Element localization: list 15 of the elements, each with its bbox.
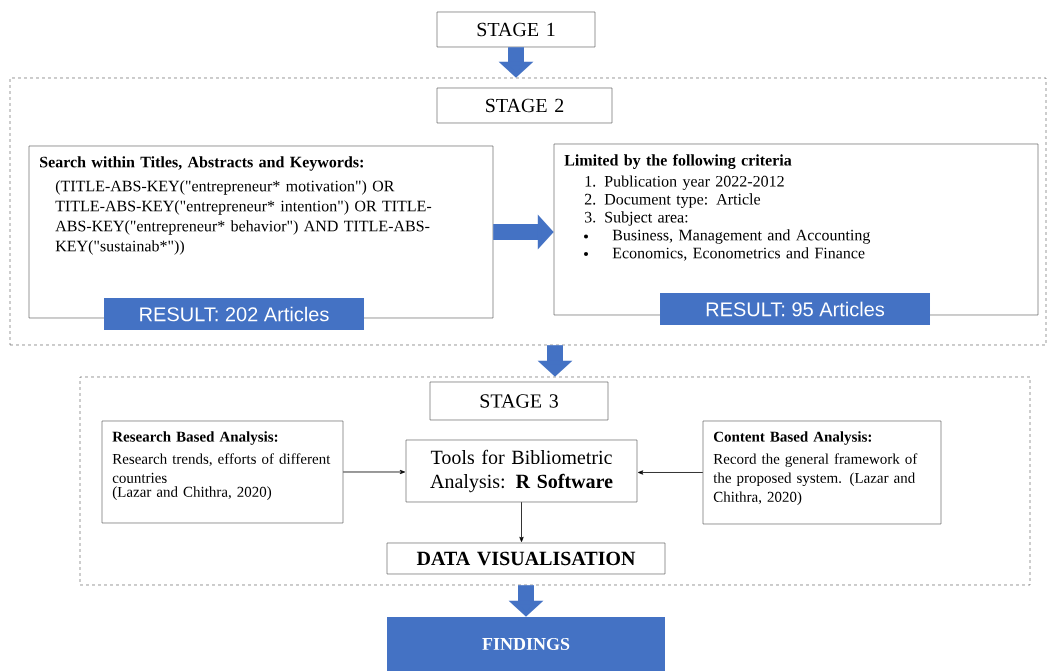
findings-banner: FINDINGS bbox=[387, 617, 665, 671]
dashed-frame bbox=[9, 77, 1047, 346]
analysis-box: Content Based Analysis: Record the general framework of the proposed system. (Lazar and Chithra, 2020) bbox=[702, 420, 942, 525]
result-banner: RESULT: 95 Articles bbox=[660, 293, 930, 325]
arrow bbox=[637, 470, 704, 475]
arrow bbox=[342, 469, 406, 475]
stage-box: STAGE 2 bbox=[436, 87, 613, 124]
tools-box: Tools for Bibliometric Analysis: R Software bbox=[405, 439, 638, 503]
arrow bbox=[519, 501, 524, 543]
output-box: DATA VISUALISATION bbox=[386, 542, 666, 575]
stage-box: STAGE 1 bbox=[436, 11, 596, 48]
analysis-box: Research Based Analysis: Research trends, efforts of different countries (Lazar and Chithra, 2020) bbox=[101, 420, 344, 524]
stage-box: STAGE 3 bbox=[429, 381, 609, 421]
dashed-frame bbox=[79, 376, 1031, 586]
result-banner: RESULT: 202 Articles bbox=[104, 298, 364, 330]
